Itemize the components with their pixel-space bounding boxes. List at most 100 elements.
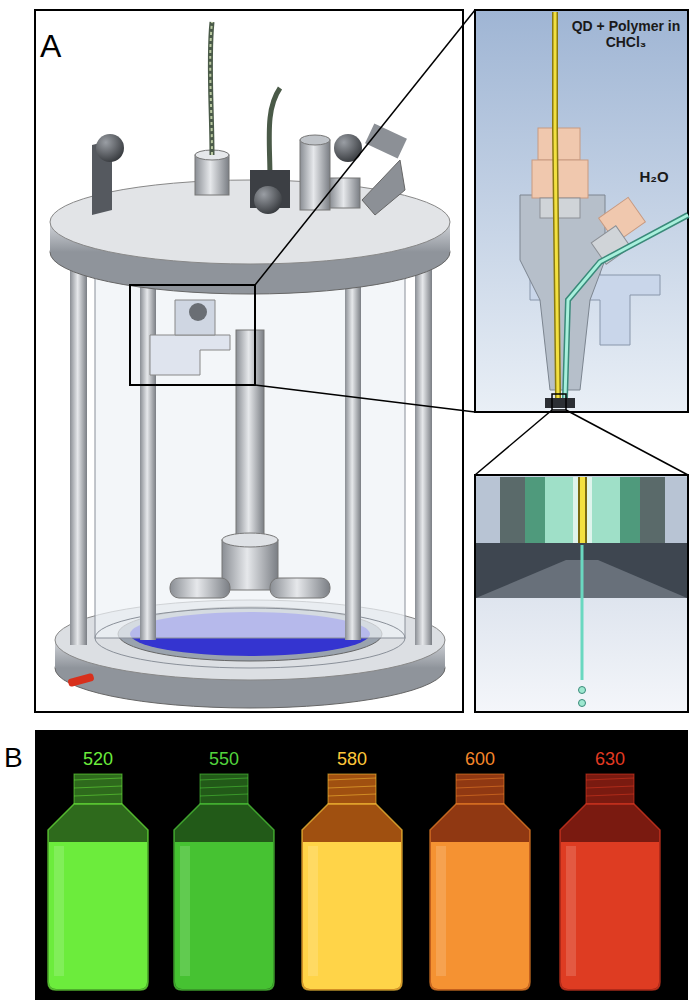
vial-part — [200, 786, 248, 788]
vial-part — [328, 774, 376, 804]
vial-part — [586, 778, 634, 780]
vial-part — [180, 846, 190, 976]
vial-part — [308, 846, 318, 976]
wavelength-number: 580 — [292, 750, 412, 770]
illustration-part — [254, 186, 282, 214]
vial-part — [175, 842, 273, 989]
vial-part — [328, 794, 376, 796]
sample-vial: 520 — [38, 746, 158, 994]
illustration-part — [189, 303, 207, 321]
sample-vial: 550 — [164, 746, 284, 994]
vial-part — [456, 778, 504, 780]
nozzle-inset — [475, 10, 688, 475]
illustration-part — [475, 410, 552, 475]
wavelength-number: 630 — [550, 750, 670, 770]
tube-label: QD + Polymer in CHCl₃ — [568, 18, 684, 50]
vial-shape — [164, 746, 284, 994]
illustration-part — [573, 477, 592, 543]
illustration-part — [545, 477, 573, 543]
vial-part — [74, 778, 122, 780]
illustration-part — [525, 477, 545, 543]
illustration-part — [475, 10, 688, 412]
illustration-part — [532, 160, 588, 198]
illustration-part — [330, 178, 360, 208]
vial-part — [456, 794, 504, 796]
illustration-part — [67, 673, 94, 687]
illustration-part — [475, 475, 688, 712]
vial-part — [303, 842, 401, 989]
vial-part — [430, 804, 530, 990]
vial-part — [74, 794, 122, 796]
vial-part — [200, 794, 248, 796]
illustration-part — [222, 533, 278, 547]
illustration-part — [195, 155, 229, 195]
illustration-part — [70, 250, 87, 645]
illustration-part — [300, 140, 330, 210]
vial-part — [561, 842, 659, 989]
apparatus-panel — [35, 10, 475, 712]
vial-part — [586, 794, 634, 796]
vial-part — [328, 778, 376, 780]
illustration-part — [270, 578, 330, 598]
jet-inset — [475, 475, 688, 712]
illustration-part — [255, 385, 475, 412]
illustration-part — [415, 250, 432, 645]
illustration-part — [96, 134, 124, 162]
vial-part — [560, 804, 660, 990]
vial-part — [174, 804, 274, 990]
illustration-part — [362, 160, 405, 215]
vial-shape — [550, 746, 670, 994]
illustration-part — [579, 700, 586, 707]
illustration-part — [210, 22, 212, 155]
tube-label: H₂O — [628, 168, 680, 185]
panel-letter: A — [40, 28, 80, 65]
vial-part — [74, 774, 122, 804]
vial-part — [74, 786, 122, 788]
illustration-part — [236, 330, 264, 550]
illustration-part — [476, 477, 687, 543]
illustration-part — [538, 128, 580, 160]
vial-part — [54, 846, 64, 976]
panel-letter: B — [4, 742, 34, 774]
illustration-part — [566, 410, 688, 475]
sample-vial: 580 — [292, 746, 412, 994]
illustration-part — [300, 135, 330, 145]
illustration-part — [255, 10, 475, 285]
vial-part — [566, 846, 576, 976]
vial-shape — [292, 746, 412, 994]
illustration-part — [175, 300, 215, 335]
illustration-part — [170, 578, 230, 598]
illustration-part — [269, 88, 280, 180]
wavelength-number: 550 — [164, 750, 284, 770]
vial-part — [328, 786, 376, 788]
illustration-part — [210, 22, 212, 155]
vial-part — [436, 846, 446, 976]
wavelength-number: 520 — [38, 750, 158, 770]
illustration-part — [345, 250, 361, 640]
illustration-part — [552, 394, 566, 410]
sample-vial: 600 — [420, 746, 540, 994]
vial-part — [431, 842, 529, 989]
vial-shape — [38, 746, 158, 994]
vial-part — [456, 774, 504, 804]
vial-part — [302, 804, 402, 990]
wavelength-number: 600 — [420, 750, 540, 770]
illustration-part — [580, 477, 585, 543]
illustration-part — [565, 215, 688, 398]
illustration-part — [365, 123, 407, 158]
illustration-part — [640, 477, 665, 543]
illustration-part — [565, 215, 688, 398]
illustration-part — [35, 10, 463, 712]
photo-ground — [35, 730, 688, 1000]
illustration-part — [150, 335, 230, 375]
illustration-part — [545, 398, 575, 408]
illustration-part — [520, 195, 605, 390]
illustration-part — [140, 250, 156, 640]
sample-vial: 630 — [550, 746, 670, 994]
illustration-part — [334, 134, 362, 162]
vial-shape — [420, 746, 540, 994]
vial-part — [586, 786, 634, 788]
vial-part — [48, 804, 148, 990]
illustration-part — [581, 545, 584, 680]
illustration-part — [540, 198, 580, 218]
